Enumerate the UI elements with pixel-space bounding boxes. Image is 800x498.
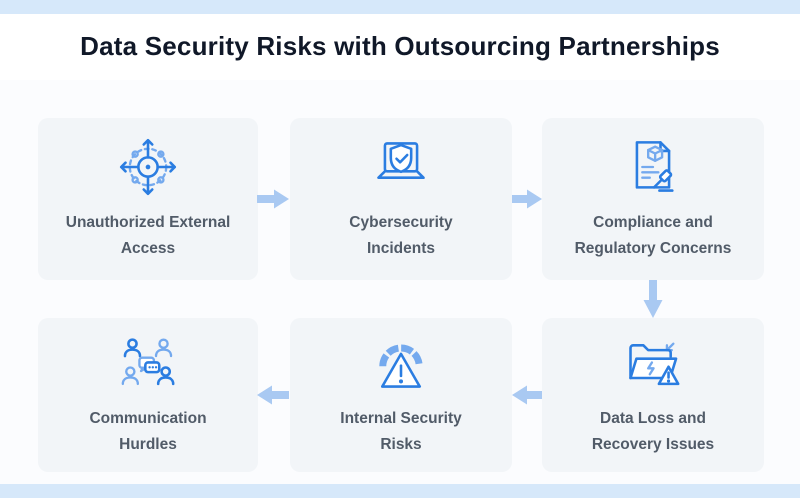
card-label: Communication Hurdles [89, 410, 207, 453]
card-communication-hurdles: Communication Hurdles [38, 318, 258, 472]
card-compliance-regulatory: Compliance and Regulatory Concerns [542, 118, 764, 280]
folder-warning-icon [623, 333, 683, 393]
people-chat-icon [118, 333, 178, 393]
arrow-down-icon [643, 280, 663, 318]
arrow-left-2-icon [257, 385, 289, 405]
card-cybersecurity-incidents: Cybersecurity Incidents [290, 118, 512, 280]
card-label: Compliance and Regulatory Concerns [574, 214, 732, 257]
card-internal-security-risks: Internal Security Risks [290, 318, 512, 472]
card-data-loss-recovery: Data Loss and Recovery Issues [542, 318, 764, 472]
bottom-accent-bar [0, 484, 800, 498]
card-unauthorized-external-access: Unauthorized External Access [38, 118, 258, 280]
top-accent-bar [0, 0, 800, 14]
card-label: Cybersecurity Incidents [349, 214, 453, 257]
card-label: Internal Security Risks [340, 410, 462, 453]
arrow-right-1-icon [257, 189, 289, 209]
arrow-right-2-icon [512, 189, 542, 209]
diagram-title: Data Security Risks with Outsourcing Par… [80, 31, 720, 61]
card-label: Data Loss and Recovery Issues [591, 410, 715, 453]
network-target-icon [118, 137, 178, 197]
arrow-left-1-icon [512, 385, 542, 405]
card-label: Unauthorized External Access [65, 214, 231, 257]
laptop-shield-check-icon [371, 137, 431, 197]
gauge-warning-icon [371, 333, 431, 393]
document-gavel-icon [623, 137, 683, 197]
